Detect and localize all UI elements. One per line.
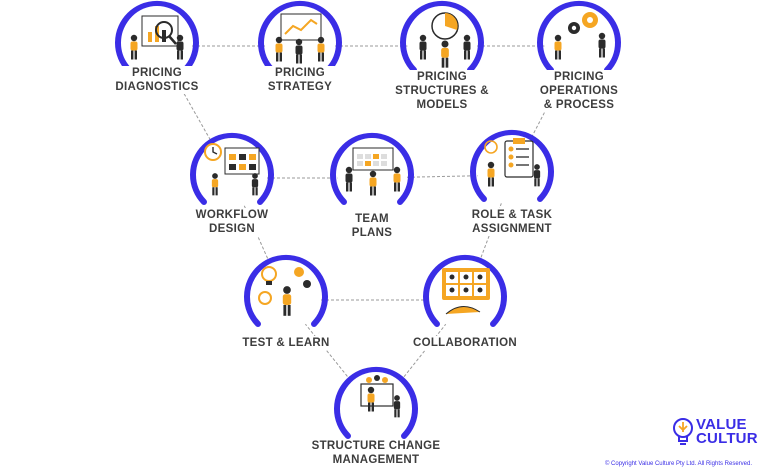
node-workflow-design	[182, 128, 282, 228]
team-board-icon	[275, 13, 325, 64]
logo-word-culture: CULTURE	[696, 430, 758, 447]
node-label-pricing-strategy: PRICING STRATEGY	[264, 66, 336, 94]
node-pricing-operations	[529, 0, 629, 96]
node-label-line: MANAGEMENT	[332, 454, 420, 466]
node-label-team-plans: TEAM PLANS	[348, 212, 396, 240]
node-label-line: STRUCTURE CHANGE	[311, 440, 441, 452]
node-label-pricing-structures: PRICING STRUCTURES & MODELS	[392, 70, 492, 112]
node-label-test-learn: TEST & LEARN	[239, 336, 333, 350]
node-label-line: DESIGN	[209, 223, 255, 235]
node-label-line: PLANS	[351, 227, 393, 239]
node-label-line: MODELS	[416, 99, 468, 111]
node-pricing-strategy	[250, 0, 350, 96]
node-label-line: STRATEGY	[267, 81, 333, 93]
node-label-line: PRICING	[416, 71, 468, 83]
node-label-line: & PROCESS	[543, 99, 615, 111]
node-label-pricing-diagnostics: PRICING DIAGNOSTICS	[112, 66, 202, 94]
node-label-line: COLLABORATION	[413, 337, 517, 349]
node-label-structure-change: STRUCTURE CHANGE MANAGEMENT	[308, 439, 444, 467]
magnifier-chart-icon	[130, 15, 184, 60]
node-label-role-task: ROLE & TASK ASSIGNMENT	[468, 208, 556, 236]
node-label-line: ASSIGNMENT	[472, 223, 552, 235]
node-test-learn	[236, 250, 336, 350]
node-label-line: STRUCTURES &	[395, 85, 489, 97]
node-label-line: DIAGNOSTICS	[115, 81, 199, 93]
value-culture-logo: VALUE CULTURE	[672, 415, 758, 451]
node-team-plans	[322, 128, 422, 228]
team-calendar-icon	[345, 147, 401, 196]
node-collaboration	[415, 250, 515, 350]
presentation-icon	[360, 375, 401, 418]
node-pricing-structures	[392, 0, 492, 96]
node-label-collaboration: COLLABORATION	[410, 336, 520, 350]
connector-test-learn-to-structure-change	[285, 299, 377, 413]
node-label-line: PRICING	[553, 71, 605, 83]
node-label-line: TEST & LEARN	[242, 337, 330, 349]
node-label-line: ROLE & TASK	[471, 209, 553, 221]
video-call-icon	[442, 268, 490, 315]
lightbulb-logo-icon	[673, 418, 693, 445]
node-label-line: TEAM	[355, 213, 389, 225]
logo-word-value: VALUE	[696, 416, 747, 433]
clock-board-icon	[204, 143, 260, 196]
node-label-workflow-design: WORKFLOW DESIGN	[192, 208, 272, 236]
node-pricing-diagnostics	[107, 0, 207, 96]
clipboard-icon	[484, 138, 541, 187]
node-role-task	[462, 125, 562, 225]
copyright-text: © Copyright Value Culture Pty Ltd. All R…	[604, 461, 752, 467]
connector-collaboration-to-structure-change	[375, 299, 466, 413]
node-label-line: OPERATIONS	[539, 85, 619, 97]
node-label-line: PRICING	[131, 67, 183, 79]
node-label-line: WORKFLOW	[195, 209, 269, 221]
pie-chart-icon	[419, 12, 471, 68]
gears-icon	[554, 12, 606, 60]
node-structure-change	[326, 362, 426, 462]
node-label-pricing-operations: PRICING OPERATIONS & PROCESS	[536, 70, 622, 112]
node-label-line: PRICING	[274, 67, 326, 79]
lightbulb-icon	[258, 266, 311, 316]
